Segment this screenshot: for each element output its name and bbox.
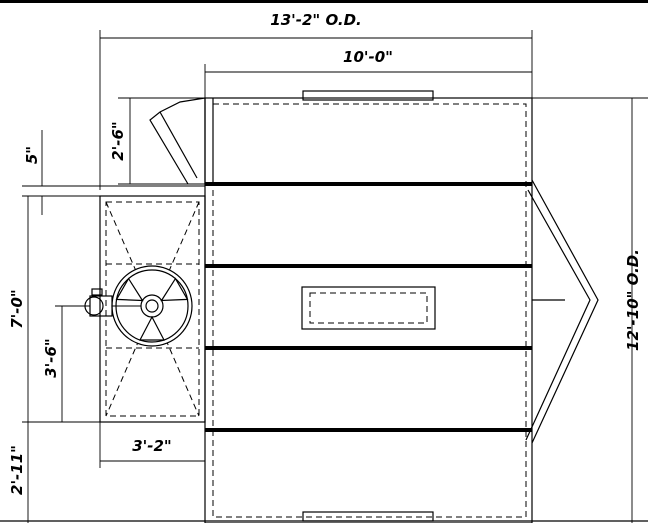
unit-height-dimension: 7'-0" bbox=[8, 196, 205, 423]
unit-center-dimension: 3'-6" bbox=[42, 305, 90, 422]
main-enclosure bbox=[204, 97, 533, 523]
overall-height-label: 12'-10" O.D. bbox=[624, 249, 642, 351]
overall-width-label: 13'-2" O.D. bbox=[270, 11, 361, 29]
unit-height-label: 7'-0" bbox=[8, 289, 26, 329]
bottom-offset-dimension: 2'-11" bbox=[8, 422, 29, 523]
bottom-offset-label: 2'-11" bbox=[8, 445, 26, 495]
right-doors bbox=[525, 179, 599, 444]
hvac-unit bbox=[84, 195, 206, 423]
door-offset-dimension: 2'-6" bbox=[109, 98, 205, 185]
center-panel bbox=[301, 286, 436, 330]
overall-height-dimension: 12'-10" O.D. bbox=[532, 97, 648, 523]
inner-width-dimension: 10'-0" bbox=[204, 48, 532, 98]
left-door bbox=[118, 97, 206, 185]
unit-width-dimension: 3'-2" bbox=[99, 422, 206, 468]
inner-width-label: 10'-0" bbox=[343, 48, 393, 66]
unit-center-label: 3'-6" bbox=[42, 338, 60, 378]
overall-width-dimension: 13'-2" O.D. bbox=[99, 11, 533, 190]
door-offset-label: 2'-6" bbox=[109, 121, 127, 161]
unit-width-label: 3'-2" bbox=[132, 437, 172, 455]
small-offset-label: 5" bbox=[23, 146, 41, 164]
top-vent bbox=[302, 90, 434, 101]
